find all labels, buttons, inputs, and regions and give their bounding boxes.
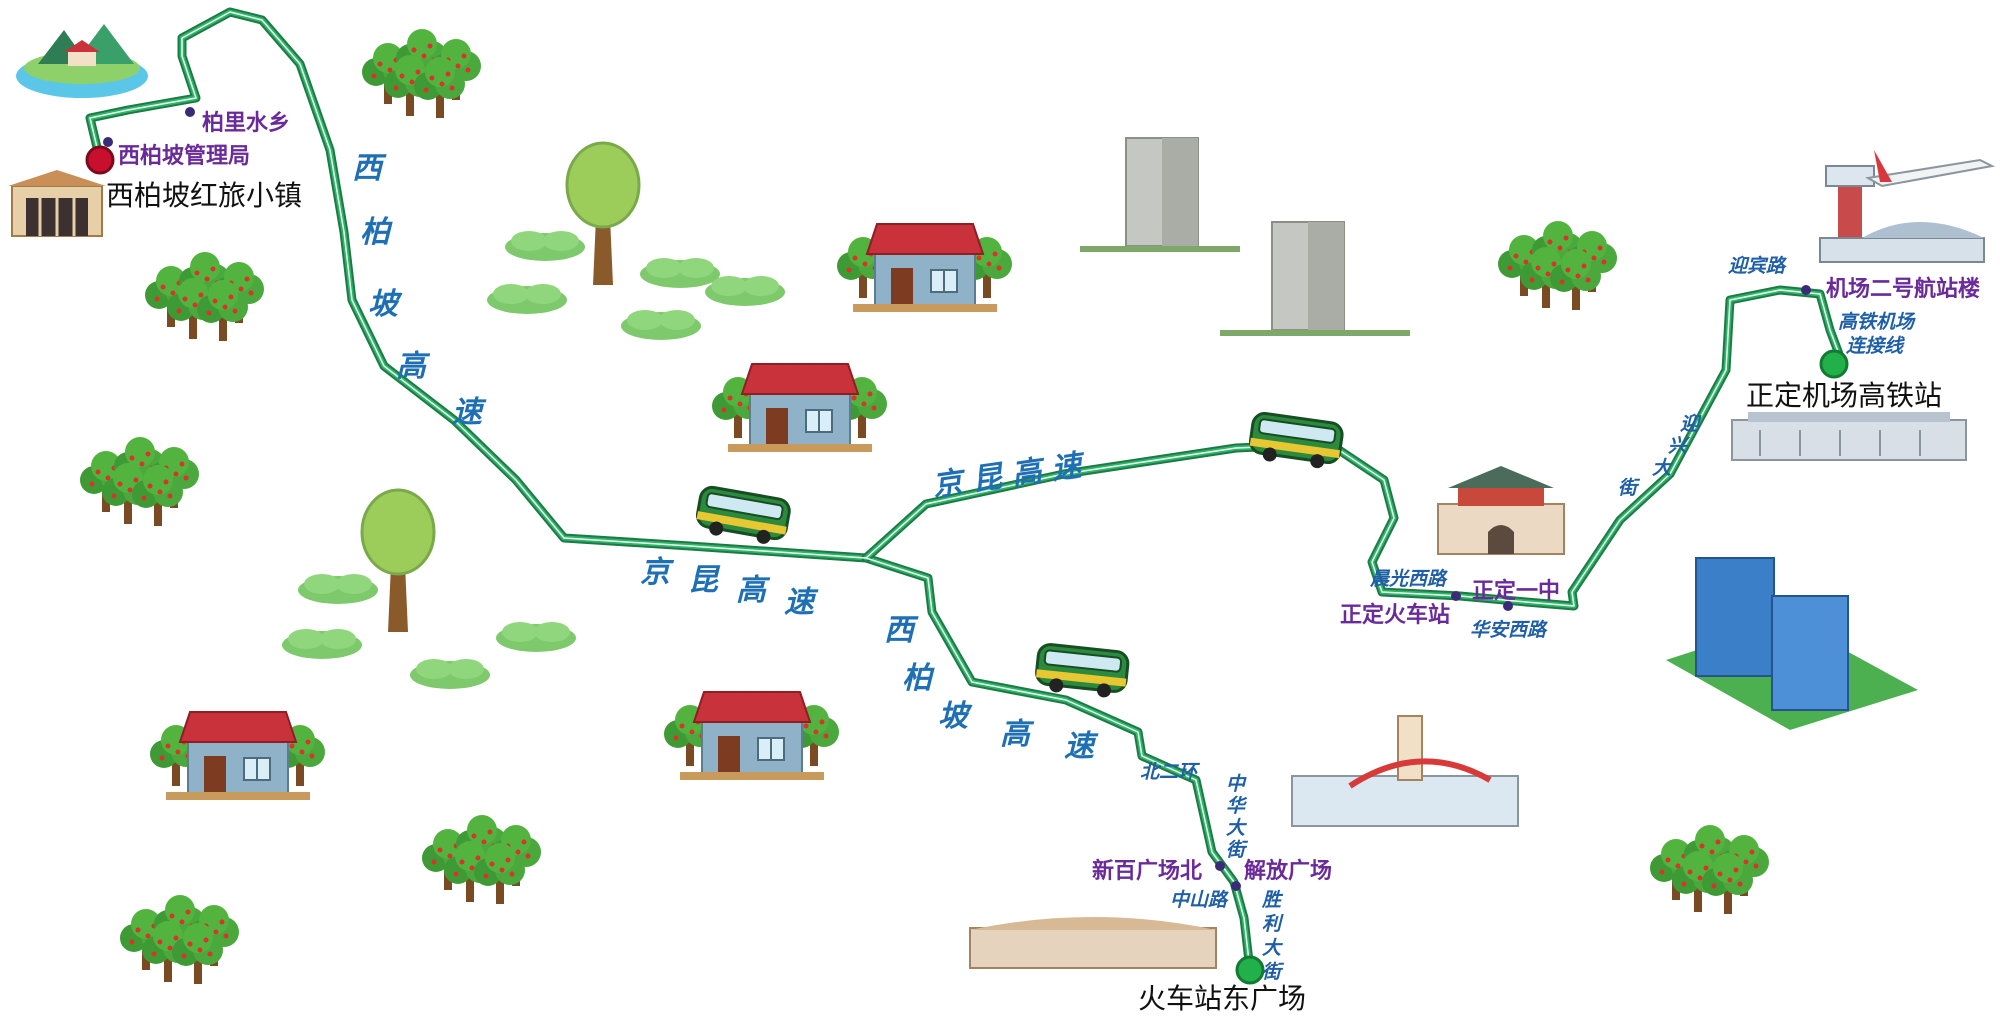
tall-building-icon [1220, 221, 1410, 336]
road-label-zhonghua-3: 大 [1226, 817, 1247, 839]
city-gate-icon [1437, 466, 1565, 555]
terminal-marker[interactable] [1235, 955, 1265, 985]
road-label-xibaipo-lower-5: 速 [1064, 729, 1099, 764]
road-label-yingxing-1: 迎 [1680, 413, 1702, 435]
road-label-jingkun-lower-3: 高 [736, 573, 771, 608]
road-label-xibaipo-expressway-2: 柏 [360, 215, 393, 250]
origin-marker[interactable] [85, 145, 115, 175]
big-tree-icon [565, 141, 641, 287]
office-building-icon [1666, 557, 1918, 730]
road-label-chenguang-west: 晨光西路 [1369, 568, 1448, 590]
stop-label-jiefang-square: 解放广场 [1244, 858, 1332, 884]
tree-cluster-icon [362, 29, 481, 118]
road-label-beierhuan: 北二环 [1140, 761, 1201, 783]
route-line-main [87, 9, 1253, 973]
stop-dot[interactable] [103, 137, 113, 147]
route-line-edge [85, 7, 1255, 975]
tree-cluster-icon [1498, 221, 1617, 310]
tree-cluster-icon [145, 252, 264, 341]
road-label-huaan-west: 华安西路 [1470, 619, 1548, 641]
road-label-zhonghua-4: 街 [1226, 839, 1249, 861]
road-label-zhongshan: 中山路 [1170, 889, 1229, 911]
big-tree-icon [360, 488, 436, 634]
road-label-shengli-4: 街 [1262, 961, 1285, 983]
stop-label-zhengding-no1: 正定一中 [1472, 578, 1560, 604]
route-line-center [89, 11, 1251, 971]
bus-icon [1033, 641, 1131, 702]
road-label-shengli-2: 利 [1262, 913, 1284, 935]
road-label-xibaipo-lower-4: 高 [1000, 717, 1035, 752]
tall-building-icon [1080, 137, 1240, 252]
stop-label-xibaipo-admin: 西柏坡管理局 [118, 143, 250, 169]
road-label-hsr-link-2: 连接线 [1846, 335, 1905, 357]
road-label-yingxing-2: 兴 [1668, 435, 1691, 457]
stop-dot[interactable] [1801, 285, 1811, 295]
road-label-xibaipo-lower-1: 西 [884, 613, 919, 648]
road-label-xibaipo-expressway-5: 速 [452, 395, 487, 430]
road-label-xibaipo-expressway-4: 高 [396, 349, 431, 384]
road-label-hsr-link-1: 高铁机场 [1838, 311, 1916, 333]
bus-icon [1246, 410, 1346, 473]
bush-group [282, 231, 785, 689]
terminal-marker[interactable] [1819, 349, 1849, 379]
road-labels: 西 柏 坡 高 速 京昆高速 京 昆 高 速 西 柏 坡 高 速 晨光西路 华安… [352, 151, 1916, 983]
railway-station-icon [969, 917, 1217, 969]
bus-route [85, 7, 1847, 975]
terminal-label-airport-hsr: 正定机场高铁站 [1746, 379, 1942, 412]
stop-labels: 柏里水乡 西柏坡管理局 西柏坡红旅小镇 正定火车站 正定一中 机场二号航站楼 正… [106, 110, 1980, 1015]
house-icon [664, 692, 839, 780]
plaza-building-icon [1291, 715, 1519, 827]
bus-icon [692, 484, 793, 549]
road-label-jingkun-lower-2: 昆 [688, 563, 721, 598]
stop-dot[interactable] [1215, 861, 1225, 871]
stop-dot[interactable] [1231, 881, 1241, 891]
stop-markers [85, 107, 1849, 985]
road-label-yingxing-3: 大 [1652, 457, 1673, 479]
stop-label-xinbai-north: 新百广场北 [1092, 858, 1202, 884]
tree-cluster-icon [80, 437, 199, 526]
house-icon [837, 224, 1012, 312]
road-label-shengli-3: 大 [1262, 937, 1283, 959]
stop-label-airport-t2: 机场二号航站楼 [1826, 276, 1980, 302]
road-label-xibaipo-expressway-1: 西 [352, 151, 387, 186]
road-label-zhonghua-1: 中 [1226, 773, 1247, 795]
road-label-zhonghua-2: 华 [1226, 795, 1248, 817]
road-label-jingkun-lower-1: 京 [640, 555, 675, 590]
road-label-jingkun-upper: 京昆高速 [930, 447, 1093, 504]
airport-icon [1819, 150, 1996, 263]
tree-cluster-icon [1650, 825, 1769, 914]
stop-label-zhengding-station: 正定火车站 [1340, 602, 1450, 628]
road-label-xibaipo-lower-3: 坡 [938, 699, 973, 734]
road-label-xibaipo-lower-2: 柏 [902, 661, 935, 696]
road-label-yingxing-4: 街 [1618, 477, 1641, 499]
road-label-shengli-1: 胜 [1261, 889, 1284, 911]
road-label-xibaipo-expressway-3: 坡 [368, 287, 403, 322]
memorial-hall-icon [8, 170, 106, 237]
stop-dot[interactable] [1503, 601, 1513, 611]
road-label-jingkun-lower-4: 速 [784, 585, 819, 620]
stop-label-baili: 柏里水乡 [202, 110, 290, 136]
road-label-yingbin: 迎宾路 [1728, 255, 1787, 277]
terminal-label-station-east: 火车站东广场 [1138, 982, 1306, 1015]
stop-dot[interactable] [1451, 591, 1461, 601]
tree-cluster-icon [120, 895, 239, 984]
terminal-label-xibaipo-town: 西柏坡红旅小镇 [106, 179, 302, 212]
stop-dot[interactable] [185, 107, 195, 117]
hsr-station-icon [1731, 412, 1967, 461]
house-icon [712, 364, 887, 452]
house-icon [150, 712, 325, 800]
lake-mountain-icon [16, 24, 148, 98]
tree-cluster-icon [422, 815, 541, 904]
scenery [8, 24, 1996, 984]
